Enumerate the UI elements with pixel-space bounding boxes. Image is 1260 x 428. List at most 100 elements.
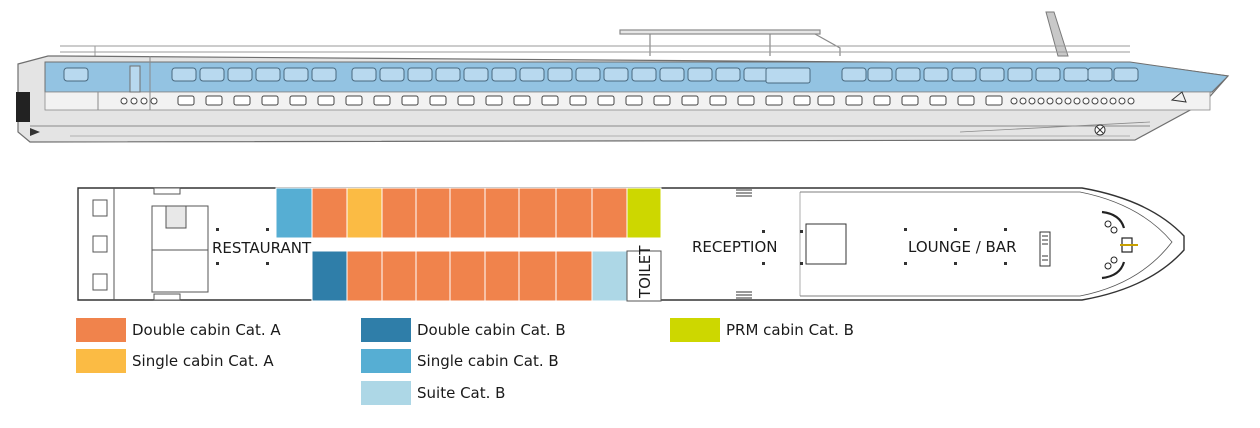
porthole xyxy=(1109,97,1117,105)
deck-columns xyxy=(216,228,1007,265)
upper-window xyxy=(659,67,685,82)
restaurant-label: RESTAURANT xyxy=(212,239,312,257)
porthole xyxy=(1091,97,1099,105)
reception-label: RECEPTION xyxy=(692,238,778,256)
cabin-bottom-4 xyxy=(415,250,451,302)
porthole xyxy=(1019,97,1027,105)
lower-window xyxy=(709,95,727,106)
upper-window xyxy=(603,67,629,82)
lower-window xyxy=(373,95,391,106)
cabin-bottom-8 xyxy=(555,250,593,302)
cabins-bottom-row xyxy=(311,250,628,302)
cabin-top-9 xyxy=(555,187,593,239)
deck-column xyxy=(216,262,219,265)
upper-window xyxy=(715,67,741,82)
cabin-bottom-7 xyxy=(518,250,557,302)
mast xyxy=(1045,11,1069,57)
lower-window xyxy=(457,95,475,106)
cabin-top-1 xyxy=(275,187,313,239)
lower-window xyxy=(765,95,783,106)
lower-window xyxy=(985,95,1003,106)
cabin-bottom-2 xyxy=(346,250,383,302)
lower-window xyxy=(485,95,503,106)
upper-window xyxy=(463,67,489,82)
upper-window xyxy=(255,67,281,82)
deck-column xyxy=(904,228,907,231)
bar-counter xyxy=(1039,231,1051,267)
lower-window xyxy=(737,95,755,106)
cabin-bottom-3 xyxy=(381,250,417,302)
cabins-top-row xyxy=(275,187,662,239)
upper-window xyxy=(519,67,545,82)
ship-side-view xyxy=(16,11,1230,143)
porthole xyxy=(1073,97,1081,105)
upper-window xyxy=(283,67,309,82)
porthole xyxy=(140,97,148,105)
cabin-top-8 xyxy=(518,187,557,239)
lower-window xyxy=(317,95,335,106)
upper-deck-windows xyxy=(63,67,1139,84)
upper-window xyxy=(227,67,253,82)
cabin-top-5 xyxy=(415,187,451,239)
porthole xyxy=(120,97,128,105)
upper-window xyxy=(351,67,377,82)
bow-equipment xyxy=(1101,210,1138,280)
cabin-top-3 xyxy=(346,187,383,239)
lower-window xyxy=(957,95,975,106)
stairs xyxy=(736,189,752,299)
toilet-label: TOILET xyxy=(636,245,654,299)
lower-window xyxy=(625,95,643,106)
upper-window xyxy=(311,67,337,82)
deck-column xyxy=(216,228,219,231)
upper-window xyxy=(687,67,713,82)
lower-window xyxy=(929,95,947,106)
upper-window xyxy=(841,67,867,82)
cabin-top-4 xyxy=(381,187,417,239)
porthole xyxy=(1118,97,1126,105)
upper-window xyxy=(923,67,949,82)
upper-window xyxy=(491,67,517,82)
upper-window xyxy=(63,67,89,82)
upper-window xyxy=(867,67,893,82)
upper-window xyxy=(435,67,461,82)
lower-window xyxy=(429,95,447,106)
deck-inner-outline xyxy=(800,191,1173,297)
lower-window xyxy=(597,95,615,106)
upper-window xyxy=(895,67,921,82)
cabin-bottom-9 xyxy=(591,250,628,302)
deck-column xyxy=(904,262,907,265)
lower-window xyxy=(261,95,279,106)
sun-deck-canopy xyxy=(619,29,841,56)
lower-window xyxy=(177,95,195,106)
upper-window xyxy=(951,67,977,82)
deck-column xyxy=(762,230,765,233)
deck-column xyxy=(954,228,957,231)
upper-window xyxy=(1087,67,1113,82)
stern-rooms xyxy=(92,187,209,301)
upper-window xyxy=(407,67,433,82)
upper-window xyxy=(199,67,225,82)
cabin-top-11 xyxy=(626,187,662,239)
lower-window xyxy=(205,95,223,106)
lower-window xyxy=(541,95,559,106)
toilet-room xyxy=(626,250,662,302)
lower-window xyxy=(873,95,891,106)
upper-window xyxy=(547,67,573,82)
upper-window xyxy=(171,67,197,82)
deck-column xyxy=(800,230,803,233)
deck-column xyxy=(1004,228,1007,231)
porthole xyxy=(1082,97,1090,105)
deck-column xyxy=(954,262,957,265)
reception-counter xyxy=(805,223,847,265)
porthole xyxy=(1028,97,1036,105)
cabin-bottom-6 xyxy=(484,250,520,302)
upper-window xyxy=(979,67,1005,82)
porthole xyxy=(1100,97,1108,105)
side-door xyxy=(129,65,141,93)
upper-window-large xyxy=(765,67,811,84)
lower-window xyxy=(569,95,587,106)
upper-window xyxy=(1007,67,1033,82)
deck-column xyxy=(266,228,269,231)
porthole xyxy=(1064,97,1072,105)
